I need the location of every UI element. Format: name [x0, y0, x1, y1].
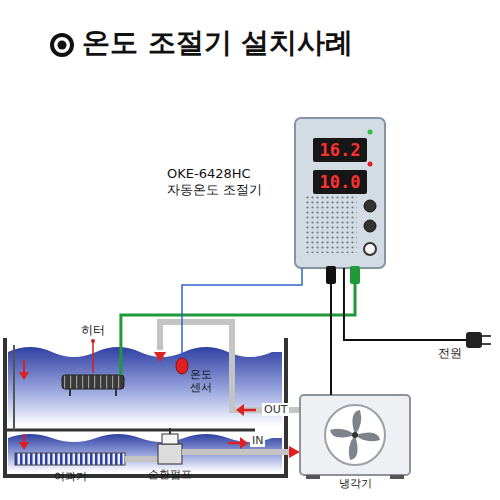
chiller-unit [352, 432, 358, 438]
title-bullet [52, 35, 72, 55]
black-wire [330, 268, 331, 395]
chiller: 냉각기 [300, 395, 410, 475]
part-label: 히터 [62, 323, 124, 337]
led-readout: 16.2 [313, 138, 367, 162]
black-wire [330, 268, 332, 395]
controller-body [364, 243, 376, 255]
controller-body [364, 200, 376, 212]
filter-symbol [125, 456, 158, 462]
blue-wire [182, 268, 302, 358]
pump-symbol [169, 428, 171, 434]
part-label: 순환펌프 [140, 468, 200, 481]
in-arrow [228, 442, 240, 445]
heater: 히터 [62, 375, 124, 389]
tank-wall [5, 338, 286, 476]
controller-body [295, 118, 385, 268]
tank-wall [5, 338, 286, 476]
in-pipe [182, 446, 300, 458]
out-pipe [154, 352, 166, 362]
pump-symbol [158, 428, 182, 464]
blue-wire [182, 268, 302, 358]
chiller-unit [325, 405, 385, 465]
pump-symbol [158, 444, 182, 464]
controller-body [305, 195, 357, 253]
tank-wall [13, 345, 15, 430]
plug-symbol [466, 332, 482, 348]
filter: 여과기 [15, 453, 125, 465]
controller-body [368, 130, 373, 135]
in-arrow [240, 437, 248, 449]
tank-water [8, 347, 282, 426]
out-pipe [236, 404, 244, 416]
flow-arrow [19, 372, 29, 380]
out-pipe [154, 322, 300, 416]
part-label: 여과기 [15, 470, 125, 483]
part-label: 전원 [420, 346, 462, 360]
title-bullet [52, 35, 72, 55]
power-cord [344, 268, 466, 340]
heater-symbol [62, 375, 124, 389]
heater-symbol [69, 389, 71, 396]
power-plug: 전원 [466, 332, 482, 348]
temp-sensor: 온도 센서 [176, 358, 188, 374]
led-display: 16.2 [313, 138, 367, 162]
chiller-unit [300, 395, 410, 479]
flow-label: IN [250, 434, 265, 447]
controller-body [364, 220, 376, 232]
title-text: 온도 조절기 설치사례 [82, 26, 354, 60]
power-cord [344, 268, 466, 340]
heater-symbol [92, 341, 94, 373]
model-label: OKE-6428HC 자동온도 조절기 [167, 166, 287, 197]
controller-box: OKE-6428HC 자동온도 조절기16.210.0 [295, 118, 385, 268]
led-readout: 10.0 [313, 170, 367, 194]
flow-arrow [19, 360, 29, 450]
chiller-unit [306, 475, 320, 479]
flow-arrow [23, 360, 25, 374]
plug-symbol [482, 335, 491, 337]
flow-arrow [19, 442, 29, 450]
flow-label: OUT [262, 403, 289, 416]
heater-symbol [115, 389, 117, 396]
in-pipe [182, 449, 291, 455]
filter-symbol [15, 453, 158, 465]
chiller-unit [330, 410, 380, 460]
heater-symbol [91, 339, 95, 343]
sensor-symbol [176, 358, 188, 374]
sensor-symbol [176, 358, 188, 374]
filter-symbol [15, 453, 125, 465]
led-display: 10.0 [313, 170, 367, 194]
chiller-unit [300, 395, 410, 475]
heater-symbol [62, 339, 124, 396]
plug-symbol [466, 332, 491, 348]
title-bullet [58, 41, 67, 50]
in-arrow [228, 437, 248, 449]
chiller-unit [390, 475, 404, 479]
out-pipe [244, 409, 256, 412]
controller-body [295, 118, 385, 284]
arrow-head [289, 446, 300, 458]
part-label: 냉각기 [300, 477, 410, 490]
circulation-pump: 순환펌프 [158, 440, 182, 464]
part-label: 온도 센서 [190, 368, 218, 394]
pump-symbol [162, 434, 178, 444]
controller-body [368, 162, 373, 167]
green-wire [121, 268, 355, 375]
green-wire [121, 268, 355, 375]
plug-symbol [482, 343, 491, 345]
tank-wall [5, 429, 255, 432]
out-pipe [160, 322, 300, 410]
